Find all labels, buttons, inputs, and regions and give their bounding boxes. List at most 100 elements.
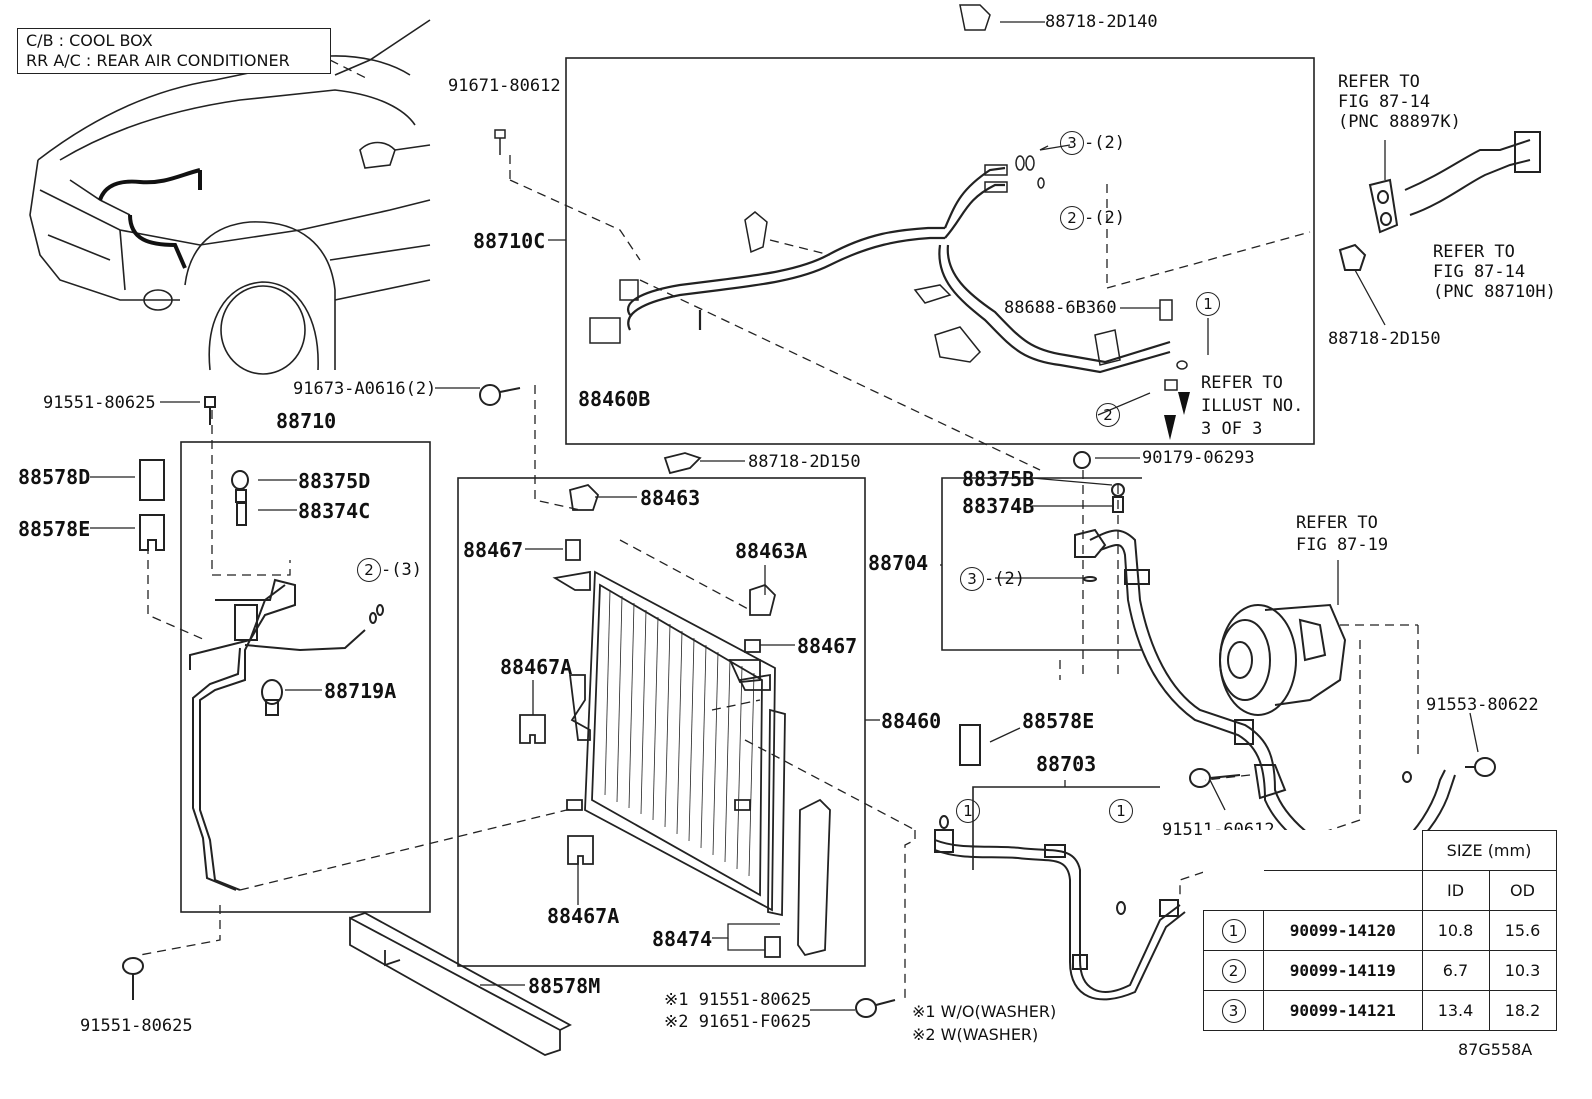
ref-line: (PNC 88897K) <box>1338 112 1461 132</box>
figure-id: 87G558A <box>1458 1040 1533 1059</box>
part-88578m: 88578M <box>528 974 601 998</box>
part-88375b: 88375B <box>962 467 1035 491</box>
legend-line-1: C/B : COOL BOX <box>26 31 153 50</box>
legend-box: C/B : COOL BOX RR A/C : REAR AIR CONDITI… <box>17 28 331 74</box>
row-od: 15.6 <box>1488 910 1557 951</box>
part-88460b: 88460B <box>578 387 651 411</box>
washer-note-2: ※2 W(WASHER) <box>912 1025 1039 1044</box>
ref-line: (PNC 88710H) <box>1433 282 1556 302</box>
callout-1-right: 1 <box>1109 799 1133 823</box>
part-88688-6b360: 88688-6B360 <box>1004 298 1117 318</box>
note-mark: ※2 <box>664 1012 689 1032</box>
row-id: 13.4 <box>1421 990 1490 1031</box>
callout-1-top: 1 <box>1196 292 1220 316</box>
col-id: ID <box>1421 870 1490 911</box>
part-88578e-right: 88578E <box>1022 709 1095 733</box>
note-part: 91651-F0625 <box>698 1012 812 1032</box>
part-90179-06293: 90179-06293 <box>1142 448 1255 468</box>
ref-fig-87-19: REFER TO FIG 87-19 <box>1296 512 1388 556</box>
row-part: 90099-14120 <box>1263 910 1423 951</box>
part-88710c: 88710C <box>473 229 546 253</box>
part-88718-2d150-right: 88718-2D150 <box>1328 329 1441 349</box>
callout-3-top: 3-(2) <box>1060 131 1125 155</box>
condenser-fins <box>604 589 755 877</box>
callout-qty: -(3) <box>381 560 422 580</box>
circle-number: 2 <box>357 558 381 582</box>
box-88710C <box>565 57 1315 445</box>
table-row: 3 90099-14121 13.4 18.2 <box>1203 990 1557 1031</box>
box-88710 <box>180 441 431 913</box>
row-part: 90099-14119 <box>1263 950 1423 991</box>
ref-illust-3-of-3: REFER TO ILLUST NO. 3 OF 3 <box>1201 372 1303 441</box>
ref-fig-87-14-88897k: REFER TO FIG 87-14 (PNC 88897K) <box>1338 72 1461 132</box>
part-88374c: 88374C <box>298 499 371 523</box>
part-88463a: 88463A <box>735 539 808 563</box>
part-88463: 88463 <box>640 486 701 510</box>
part-88374b: 88374B <box>962 494 1035 518</box>
callout-3-mid: 3-(2) <box>960 567 1025 591</box>
circle-number: 3 <box>960 567 984 591</box>
part-91671-80612: 91671-80612 <box>448 76 561 96</box>
part-88467a-a: 88467A <box>500 655 573 679</box>
ref-line: REFER TO <box>1201 373 1283 393</box>
arrow-down-1 <box>1178 392 1190 415</box>
callout-1-left: 1 <box>956 799 980 823</box>
row-id: 6.7 <box>1421 950 1490 991</box>
note-part: 91551-80625 <box>698 990 812 1010</box>
part-91673-a0616: 91673-A0616(2) <box>293 379 437 399</box>
part-88467-a: 88467 <box>463 538 524 562</box>
part-88718-2d150-mid: 88718-2D150 <box>748 452 861 472</box>
part-88474: 88474 <box>652 927 713 951</box>
circle-number: 3 <box>1221 998 1246 1023</box>
box-88460 <box>457 477 866 967</box>
ref-line: FIG 87-14 <box>1433 262 1526 282</box>
part-88710: 88710 <box>276 409 337 433</box>
circle-number: 2 <box>1060 206 1084 230</box>
row-od: 10.3 <box>1488 950 1557 991</box>
size-header: SIZE (mm) <box>1421 830 1557 871</box>
circle-number: 2 <box>1096 403 1120 427</box>
part-88718-2d140: 88718-2D140 <box>1045 12 1158 32</box>
circle-number: 1 <box>956 799 980 823</box>
legend-line-2: RR A/C : REAR AIR CONDITIONER <box>26 51 290 70</box>
ref-line: 3 OF 3 <box>1201 419 1263 439</box>
part-88375d: 88375D <box>298 469 371 493</box>
circle-number: 1 <box>1109 799 1133 823</box>
callout-2-bottom: 2 <box>1096 403 1120 427</box>
part-88578d: 88578D <box>18 465 91 489</box>
callout-2-left: 2-(3) <box>357 558 422 582</box>
row-part: 90099-14121 <box>1263 990 1423 1031</box>
part-91553-80622-a: 91553-80622 <box>1426 695 1539 715</box>
circle-number: 2 <box>1221 958 1246 983</box>
bolt-note-2: ※2 91651-F0625 <box>664 1012 811 1032</box>
table-row: 2 90099-14119 6.7 10.3 <box>1203 950 1557 991</box>
vehicle-icon <box>29 19 431 375</box>
part-88578e-left: 88578E <box>18 517 91 541</box>
bolt-note-1: ※1 91551-80625 <box>664 990 811 1010</box>
arrow-down-2 <box>1164 415 1176 440</box>
ref-line: REFER TO <box>1296 513 1378 533</box>
callout-2-top: 2-(2) <box>1060 206 1125 230</box>
callout-qty: -(2) <box>1084 133 1125 153</box>
part-88704: 88704 <box>868 551 929 575</box>
bracket-88704 <box>941 477 1142 651</box>
callout-qty: -(2) <box>1084 208 1125 228</box>
part-88719a: 88719A <box>324 679 397 703</box>
o-ring-size-table: SIZE (mm) ID OD 1 90099-14120 10.8 15.6 … <box>1203 830 1557 1031</box>
part-88467a-b: 88467A <box>547 904 620 928</box>
part-88460: 88460 <box>881 709 942 733</box>
note-mark: ※1 <box>664 990 689 1010</box>
circle-number: 1 <box>1221 918 1246 943</box>
row-od: 18.2 <box>1488 990 1557 1031</box>
ref-line: ILLUST NO. <box>1201 396 1304 416</box>
table-row: 1 90099-14120 10.8 15.6 <box>1203 910 1557 951</box>
callout-qty: -(2) <box>984 569 1025 589</box>
part-88703: 88703 <box>1036 752 1097 776</box>
row-id: 10.8 <box>1421 910 1490 951</box>
circle-number: 3 <box>1060 131 1084 155</box>
ref-line: FIG 87-14 <box>1338 92 1431 112</box>
ref-fig-87-14-88710h: REFER TO FIG 87-14 (PNC 88710H) <box>1433 242 1556 302</box>
ref-line: REFER TO <box>1338 72 1420 92</box>
ref-line: REFER TO <box>1433 242 1515 262</box>
